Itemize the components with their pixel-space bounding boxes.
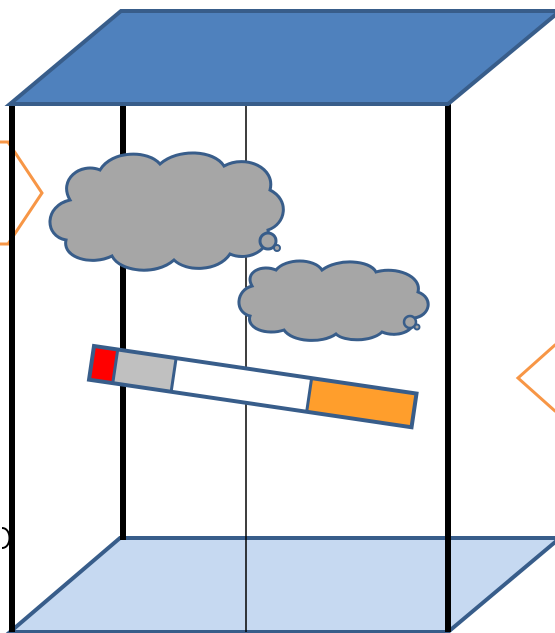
smoke-curl-icon	[2, 528, 10, 548]
smoke-cloud-large	[50, 153, 283, 270]
arrow-left-icon	[0, 142, 42, 244]
box-top-face	[10, 11, 555, 104]
smoke-cloud-small	[239, 261, 428, 340]
box-bottom-face	[10, 538, 555, 632]
cigarette	[89, 346, 416, 427]
arrow-right-icon	[518, 345, 555, 411]
